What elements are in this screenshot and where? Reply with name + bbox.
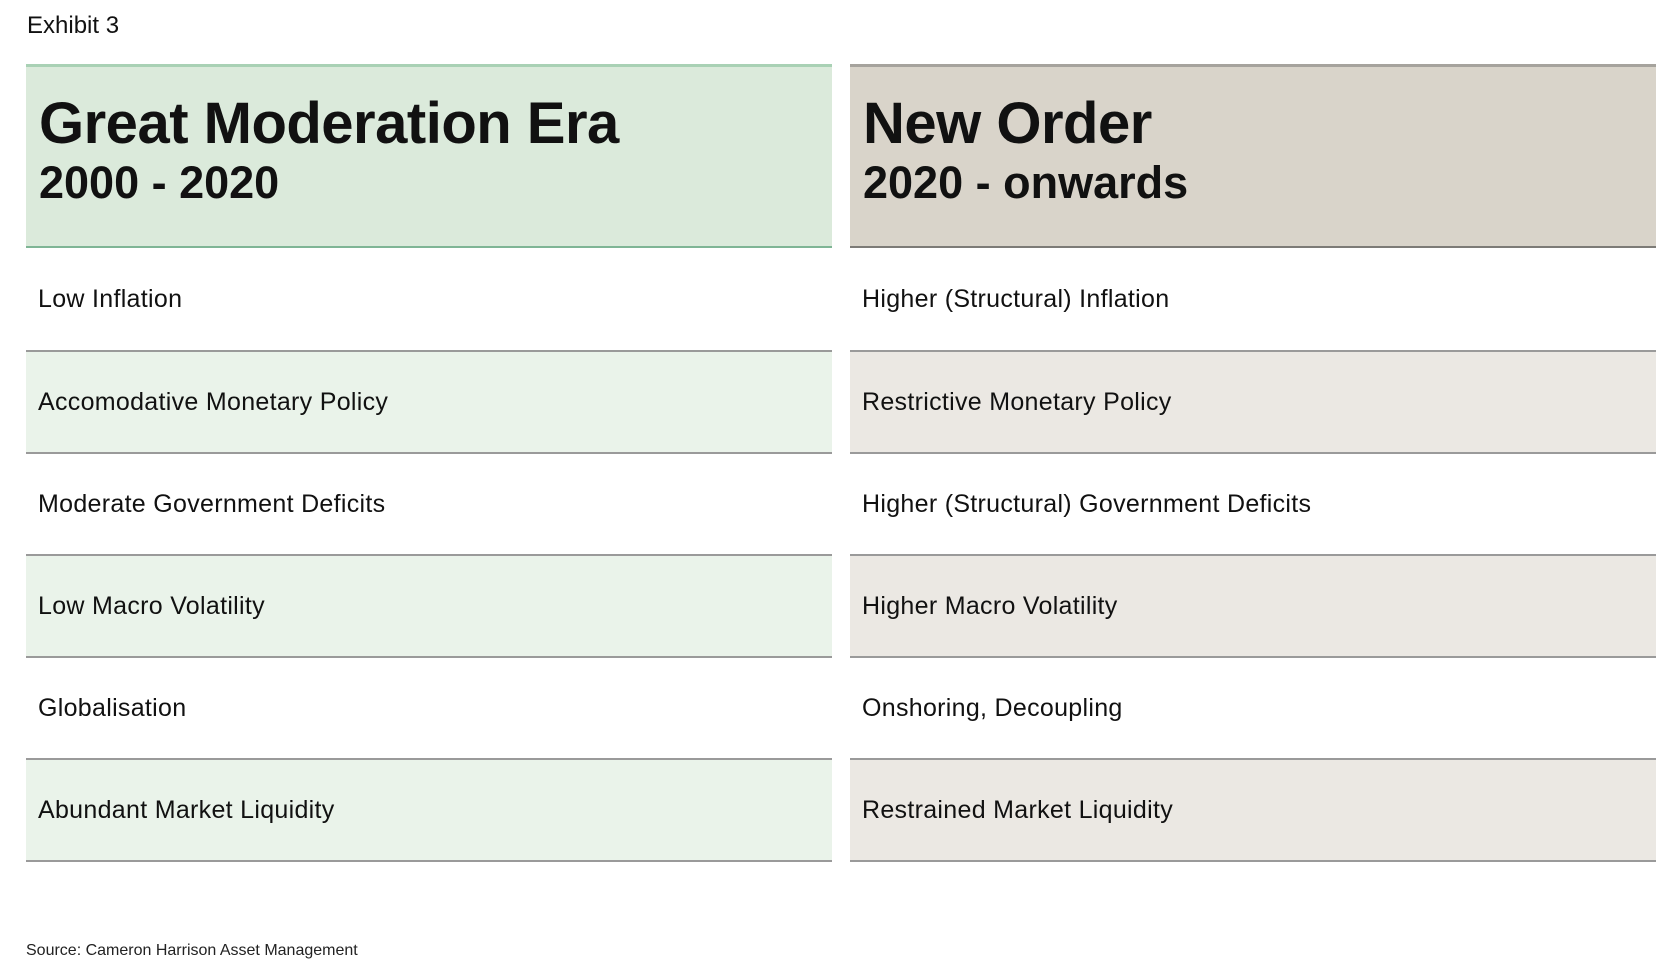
table-row: Restrictive Monetary Policy: [850, 352, 1656, 454]
exhibit-label: Exhibit 3: [27, 12, 120, 39]
new-order-column: New Order 2020 - onwards Higher (Structu…: [850, 64, 1656, 862]
rows: Low Inflation Accomodative Monetary Poli…: [26, 248, 832, 862]
great-moderation-column: Great Moderation Era 2000 - 2020 Low Inf…: [26, 64, 832, 862]
column-title: Great Moderation Era: [39, 91, 619, 156]
source-note: Source: Cameron Harrison Asset Managemen…: [26, 942, 358, 959]
table-row: Abundant Market Liquidity: [26, 760, 832, 862]
column-years: 2000 - 2020: [39, 157, 280, 208]
column-header: New Order 2020 - onwards: [850, 64, 1656, 248]
table-row: Onshoring, Decoupling: [850, 658, 1656, 760]
table-row: Low Macro Volatility: [26, 556, 832, 658]
table-row: Low Inflation: [26, 248, 832, 352]
rows: Higher (Structural) Inflation Restrictiv…: [850, 248, 1656, 862]
column-header: Great Moderation Era 2000 - 2020: [26, 64, 832, 248]
table-row: Moderate Government Deficits: [26, 454, 832, 556]
table-row: Accomodative Monetary Policy: [26, 352, 832, 454]
table-row: Higher (Structural) Inflation: [850, 248, 1656, 352]
table-row: Higher (Structural) Government Deficits: [850, 454, 1656, 556]
table-row: Restrained Market Liquidity: [850, 760, 1656, 862]
column-title: New Order: [863, 91, 1152, 156]
column-years: 2020 - onwards: [863, 157, 1189, 208]
table-row: Higher Macro Volatility: [850, 556, 1656, 658]
table-row: Globalisation: [26, 658, 832, 760]
